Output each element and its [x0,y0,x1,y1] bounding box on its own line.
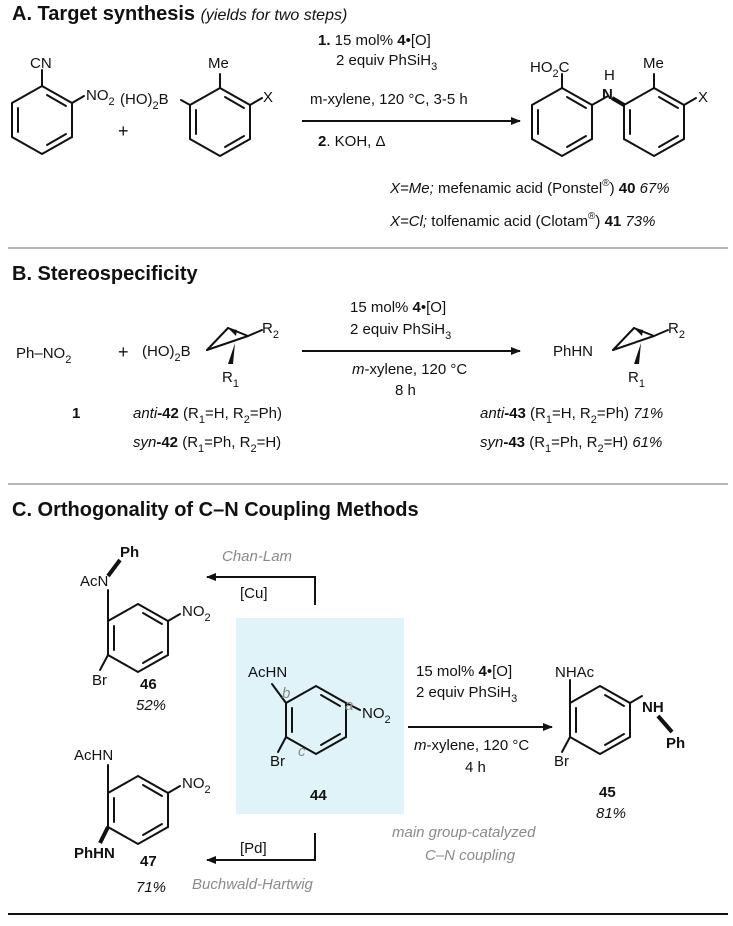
c46-number: 46 [140,676,157,693]
c45-number: 45 [599,784,616,801]
c47-achn-label: AcHN [74,747,113,764]
chan-lam-arrow [206,573,316,605]
mefenamic-acid-line: X=Me; mefenamic acid (Ponstel®) 40 67% [389,178,670,197]
reactant-nitrobenzonitrile: CN NO2 [11,55,115,156]
section-b-title: B. Stereospecificity [12,263,199,285]
syn-43-label: syn-43 (R1=Ph, R2=H) 61% [480,434,662,455]
product-x-label: X [698,89,708,106]
conditions-c-line4: 4 h [465,759,486,776]
conditions-c-line2: 2 equiv PhSiH3 [416,684,517,705]
c45-nh-label: NH [642,699,664,716]
conditions-b-line1: 15 mol% 4•[O] [350,299,446,316]
starting-material-highlight [236,618,404,814]
c44-bromo-label: Br [270,753,285,770]
product-fenamic-acid: HO2C H N Me X [530,55,708,158]
chan-lam-label: Chan-Lam [222,548,292,565]
c46-phenyl-label: Ph [120,544,139,561]
buchwald-hartwig-arrow [206,833,316,864]
c46-bromo-label: Br [92,672,107,689]
plus-sign-a: + [118,121,129,141]
pd-catalyst-label: [Pd] [240,840,267,857]
c45-bromo-label: Br [554,753,569,770]
b-r1-label: R1 [222,369,239,390]
conditions-a-line1: 1. 15 mol% 4•[O] [318,32,431,49]
compound-47: AcHN NO2 PhHN 47 71% [74,747,211,896]
c47-yield: 71% [136,879,166,896]
c47-phhn-label: PhHN [74,845,115,862]
b-boronic-label: (HO)2B [142,343,191,364]
c45-yield: 81% [596,805,626,822]
c46-acn-label: AcN [80,573,108,590]
x-substituent-label: X [263,89,273,106]
nitro-label: NO2 [86,87,115,108]
amine-h-label: H [604,67,615,84]
c47-nitro-label: NO2 [182,775,211,796]
main-group-label-1: main group-catalyzed [392,824,536,841]
cyclopropylboronic-acid: (HO)2B R2 R1 [142,320,279,390]
section-a-title: A. Target synthesis (yields for two step… [12,3,347,25]
c45-phenyl-label: Ph [666,735,685,752]
buchwald-hartwig-label: Buchwald-Hartwig [192,876,314,893]
c44-site-a: a [345,697,353,714]
product-r2-label: R2 [668,320,685,341]
compound-44: AcHN NO2 Br a b c 44 [248,664,391,804]
methyl-label: Me [208,55,229,72]
c44-site-c: c [298,743,306,760]
section-c-title: C. Orthogonality of C–N Coupling Methods [12,499,419,521]
compound-46: Ph AcN NO2 Br 46 52% [80,544,211,714]
compound-45: NHAc NH Ph Br 45 81% [554,664,685,822]
c47-number: 47 [140,853,157,870]
syn-42-label: syn-42 (R1=Ph, R2=H) [133,434,281,455]
c46-yield: 52% [136,697,166,714]
anti-42-label: anti-42 (R1=H, R2=Ph) [133,405,282,426]
amine-n-label: N [602,86,613,103]
conditions-a-line3: m-xylene, 120 °C, 3-5 h [310,91,468,108]
c44-number: 44 [310,787,327,804]
product-r1-label: R1 [628,369,645,390]
tolfenamic-acid-line: X=Cl; tolfenamic acid (Clotam®) 41 73% [389,211,655,230]
c44-site-b: b [282,685,290,702]
carboxylic-acid-label: HO2C [530,59,570,80]
conditions-b-line3: m-xylene, 120 °C [352,361,467,378]
reactant-arylboronic-acid: (HO)2B Me X [120,55,273,158]
conditions-c-line3: m-xylene, 120 °C [414,737,529,754]
cyclopropylamine-product: PhHN R2 R1 [553,320,685,390]
plus-sign-b: + [118,342,129,362]
b-r2-label: R2 [262,320,279,341]
conditions-a-line4: 2. KOH, Δ [318,133,386,150]
anti-43-label: anti-43 (R1=H, R2=Ph) 71% [480,405,663,426]
c46-nitro-label: NO2 [182,603,211,624]
conditions-b-line4: 8 h [395,382,416,399]
compound-1-label: 1 [72,405,80,422]
c44-achn-label: AcHN [248,664,287,681]
c44-nitro-label: NO2 [362,705,391,726]
boronic-acid-label: (HO)2B [120,91,169,112]
nitrobenzene-label: Ph–NO2 [16,345,71,366]
product-methyl-label: Me [643,55,664,72]
conditions-c-line1: 15 mol% 4•[O] [416,663,512,680]
main-group-label-2: C–N coupling [425,847,516,864]
cu-catalyst-label: [Cu] [240,585,268,602]
phhn-label-b: PhHN [553,343,593,360]
c45-nhac-label: NHAc [555,664,595,681]
cn-label: CN [30,55,52,72]
conditions-b-line2: 2 equiv PhSiH3 [350,321,451,342]
conditions-a-line2: 2 equiv PhSiH3 [336,52,437,73]
